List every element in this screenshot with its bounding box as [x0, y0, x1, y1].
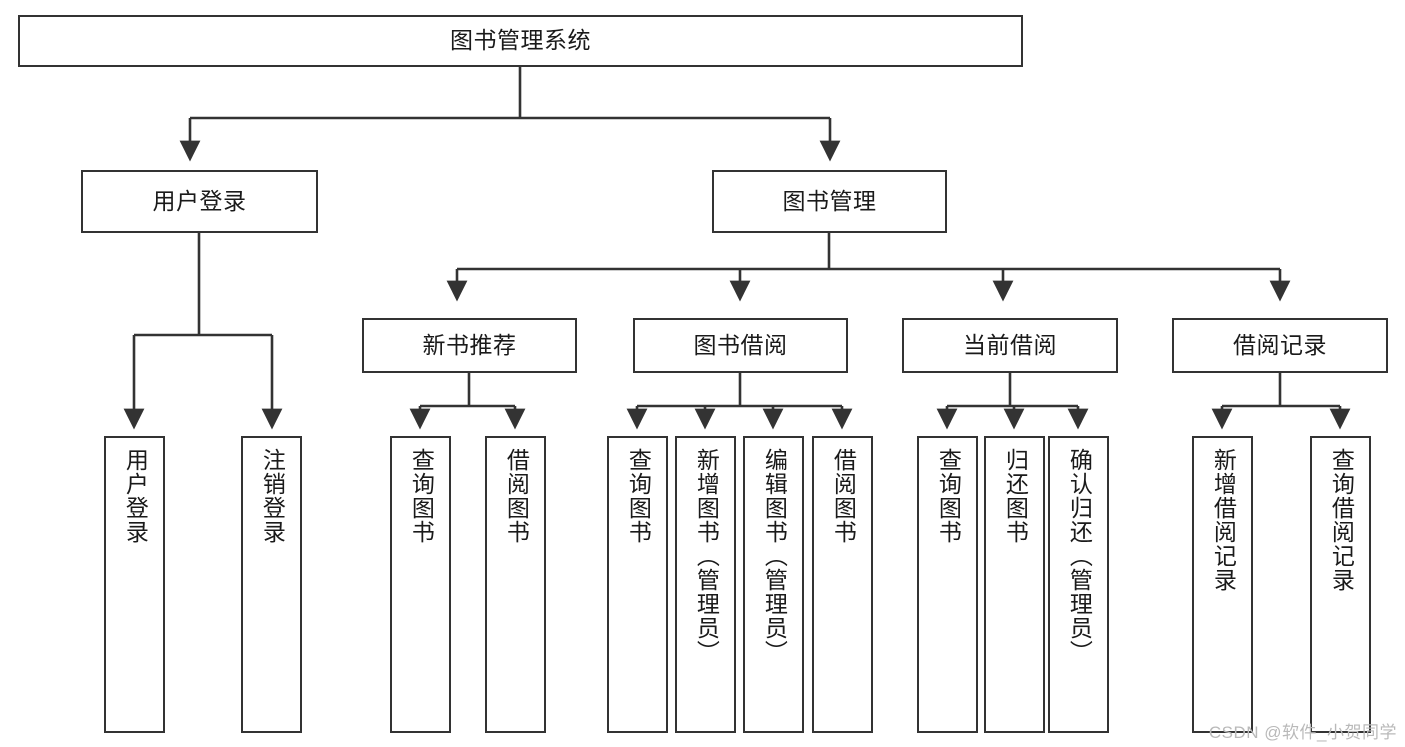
node-leaf-borrow-book-2-label: 借阅图书 [830, 448, 857, 544]
node-current-borrow[interactable]: 当前借阅 [902, 318, 1118, 373]
node-borrow-record[interactable]: 借阅记录 [1172, 318, 1388, 373]
node-leaf-query-book-3-label: 查询图书 [935, 448, 962, 544]
node-leaf-logout-login-label: 注销登录 [259, 448, 286, 544]
node-user-login-label: 用户登录 [152, 187, 247, 214]
node-leaf-borrow-book-2[interactable]: 借阅图书 [812, 436, 873, 733]
node-leaf-edit-book[interactable]: 编辑图书（管理员） [743, 436, 804, 733]
node-leaf-add-book-label: 新增图书（管理员） [693, 448, 720, 664]
node-leaf-edit-book-label: 编辑图书（管理员） [761, 448, 788, 664]
node-leaf-logout-login[interactable]: 注销登录 [241, 436, 302, 733]
node-leaf-add-record-label: 新增借阅记录 [1210, 448, 1237, 592]
node-new-book-rec-label: 新书推荐 [422, 331, 517, 358]
node-book-manage[interactable]: 图书管理 [712, 170, 947, 233]
node-leaf-borrow-book-1-label: 借阅图书 [503, 448, 530, 544]
node-new-book-rec[interactable]: 新书推荐 [362, 318, 577, 373]
node-book-borrow[interactable]: 图书借阅 [633, 318, 848, 373]
node-leaf-query-record-label: 查询借阅记录 [1328, 448, 1355, 592]
node-borrow-record-label: 借阅记录 [1233, 331, 1327, 358]
node-leaf-confirm-return-label: 确认归还（管理员） [1066, 448, 1093, 664]
node-leaf-return-book[interactable]: 归还图书 [984, 436, 1045, 733]
node-leaf-borrow-book-1[interactable]: 借阅图书 [485, 436, 546, 733]
node-leaf-query-book-1[interactable]: 查询图书 [390, 436, 451, 733]
node-leaf-query-book-2[interactable]: 查询图书 [607, 436, 668, 733]
node-user-login[interactable]: 用户登录 [81, 170, 318, 233]
node-leaf-return-book-label: 归还图书 [1002, 448, 1029, 544]
node-leaf-add-record[interactable]: 新增借阅记录 [1192, 436, 1253, 733]
node-leaf-query-book-1-label: 查询图书 [408, 448, 435, 544]
node-root-label: 图书管理系统 [450, 27, 591, 54]
node-leaf-user-login-label: 用户登录 [122, 448, 149, 544]
node-leaf-query-record[interactable]: 查询借阅记录 [1310, 436, 1371, 733]
node-book-borrow-label: 图书借阅 [693, 331, 788, 358]
node-leaf-confirm-return[interactable]: 确认归还（管理员） [1048, 436, 1109, 733]
node-root[interactable]: 图书管理系统 [18, 15, 1023, 67]
node-leaf-query-book-3[interactable]: 查询图书 [917, 436, 978, 733]
node-leaf-add-book[interactable]: 新增图书（管理员） [675, 436, 736, 733]
node-current-borrow-label: 当前借阅 [963, 331, 1057, 358]
node-book-manage-label: 图书管理 [782, 187, 877, 214]
node-leaf-query-book-2-label: 查询图书 [625, 448, 652, 544]
node-leaf-user-login[interactable]: 用户登录 [104, 436, 165, 733]
